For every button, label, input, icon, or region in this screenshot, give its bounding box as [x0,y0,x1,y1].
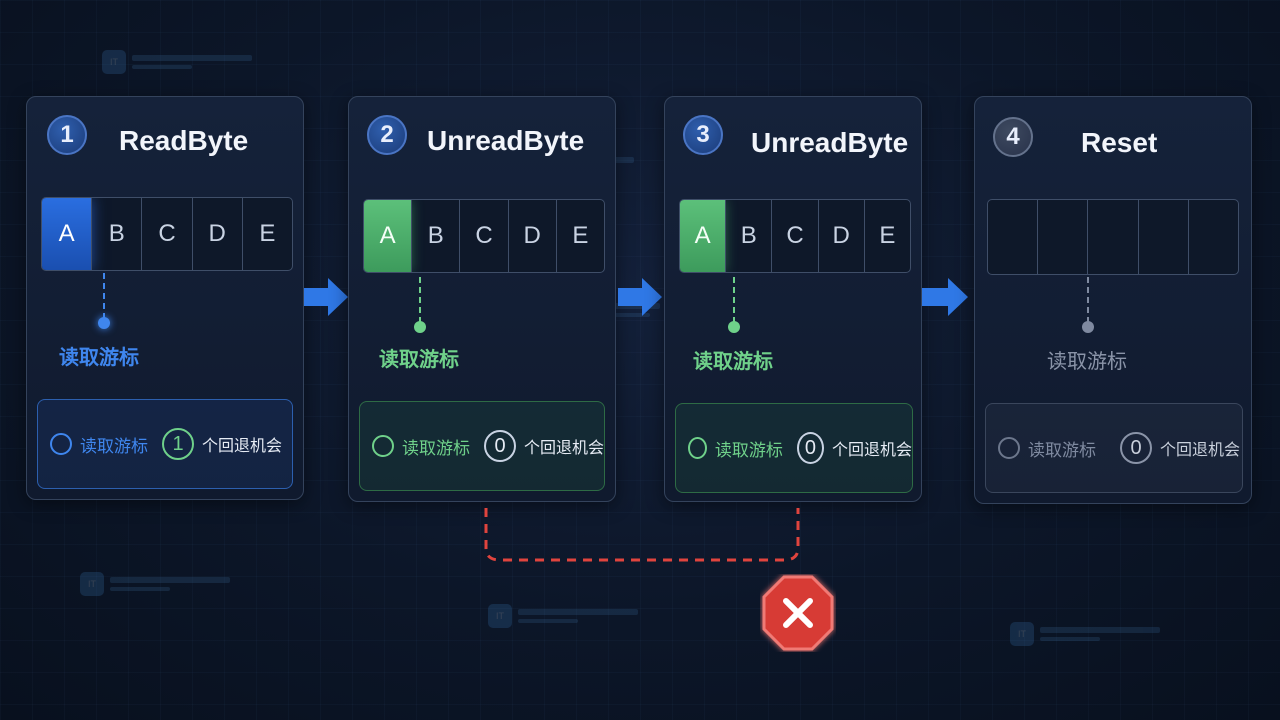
buffer-cell: B [411,200,459,272]
step-panel-3: 3 UnreadByte A B C D E 读取游标 读取游标 0 个回退机会 [664,96,922,502]
byte-buffer: A B C D E [41,197,293,271]
cursor-label: 读取游标 [379,347,459,371]
info-cursor-label: 读取游标 [714,440,783,461]
rollback-count: 1 [162,428,194,460]
cursor-pointer-dot [1082,321,1094,333]
rollback-count: 0 [1120,432,1152,464]
byte-buffer: A B C D E [679,199,911,273]
buffer-cell: B [91,198,141,270]
watermark-logo-icon: IT [1010,622,1034,646]
watermark: IT [80,572,230,596]
cursor-pointer-dot [98,317,110,329]
cursor-pointer-line [733,277,735,323]
watermark: IT [102,50,252,74]
buffer-cell: C [141,198,191,270]
cursor-label: 读取游标 [59,345,139,369]
arrow-right-icon [922,278,968,316]
cursor-ring-icon [372,435,394,457]
buffer-cell: C [771,200,817,272]
byte-buffer [987,199,1239,275]
cursor-ring-icon [688,437,707,459]
rollback-count: 0 [796,432,824,464]
step-panel-4: 4 Reset 读取游标 读取游标 0 个回退机会 [974,96,1252,504]
rollback-info-box: 读取游标 0 个回退机会 [985,403,1243,493]
cursor-label: 读取游标 [1047,349,1127,373]
buffer-cell: A [680,200,726,272]
step-number-badge: 1 [47,115,87,155]
byte-buffer: A B C D E [363,199,605,273]
rollback-info-box: 读取游标 1 个回退机会 [37,399,293,489]
buffer-cell [988,200,1037,274]
buffer-cell: D [507,200,556,272]
watermark: IT [488,604,638,628]
cursor-label: 读取游标 [693,349,773,373]
buffer-cell [1037,200,1087,274]
buffer-cell: A [364,200,412,272]
cursor-pointer-dot [728,321,740,333]
rollback-count-text: 个回退机会 [202,436,283,455]
step-title: UnreadByte [751,127,909,158]
step-title: ReadByte [119,125,249,156]
watermark: IT [1010,622,1160,646]
buffer-cell [1137,200,1188,274]
watermark-logo-icon: IT [488,604,512,628]
buffer-cell: B [725,200,771,272]
rollback-info-box: 读取游标 0 个回退机会 [675,403,913,493]
watermark-logo-icon: IT [102,50,126,74]
buffer-cell: A [42,198,92,270]
arrow-right-icon [618,278,662,316]
rollback-count: 0 [484,430,516,462]
buffer-cell: C [459,200,507,272]
buffer-cell: E [241,198,292,270]
step-panel-1: 1 ReadByte A B C D E 读取游标 读取游标 1 个回退机会 [26,96,304,500]
buffer-cell [1087,200,1137,274]
invalid-link-dashed [484,508,800,562]
rollback-info-box: 读取游标 0 个回退机会 [359,401,605,491]
info-cursor-label: 读取游标 [1028,440,1096,461]
cursor-pointer-line [1087,277,1089,323]
rollback-count-text: 个回退机会 [524,438,605,457]
buffer-cell: E [555,200,604,272]
info-cursor-label: 读取游标 [80,436,148,457]
arrow-right-icon [304,278,348,316]
step-number-badge: 4 [993,117,1033,157]
watermark-logo-icon: IT [80,572,104,596]
buffer-cell [1187,200,1238,274]
cursor-pointer-line [103,273,105,319]
cursor-ring-icon [50,433,72,455]
info-cursor-label: 读取游标 [402,438,470,459]
cursor-ring-icon [998,437,1020,459]
x-octagon-icon [762,575,834,651]
rollback-count-text: 个回退机会 [1160,440,1241,459]
buffer-cell: D [817,200,864,272]
buffer-cell: E [863,200,910,272]
step-number-badge: 3 [683,115,723,155]
step-panel-2: 2 UnreadByte A B C D E 读取游标 读取游标 0 个回退机会 [348,96,616,502]
step-title: Reset [1081,127,1158,158]
cursor-pointer-dot [414,321,426,333]
cursor-pointer-line [419,277,421,323]
step-title: UnreadByte [427,125,585,156]
rollback-count-text: 个回退机会 [831,440,912,459]
buffer-cell: D [191,198,242,270]
step-number-badge: 2 [367,115,407,155]
